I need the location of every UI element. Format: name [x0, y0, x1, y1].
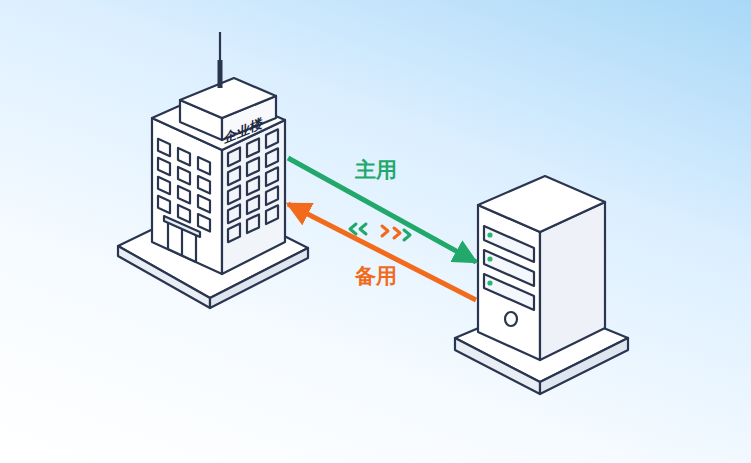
status-light — [487, 232, 492, 237]
window — [198, 157, 210, 175]
window — [247, 195, 259, 214]
window — [266, 129, 278, 148]
window — [247, 138, 259, 157]
window — [198, 214, 210, 232]
window — [228, 147, 240, 166]
roof-block-top — [180, 78, 276, 118]
window — [178, 167, 190, 185]
window — [228, 223, 240, 242]
building-door — [181, 228, 183, 256]
server-node — [476, 174, 608, 364]
antenna — [219, 32, 221, 88]
window — [247, 214, 259, 233]
window — [266, 167, 278, 186]
window — [228, 204, 240, 223]
server-top — [478, 176, 605, 232]
window — [158, 196, 170, 214]
link-arrow — [288, 204, 476, 300]
window — [247, 157, 259, 176]
window — [228, 185, 240, 204]
status-light — [487, 256, 492, 261]
status-light — [487, 280, 492, 285]
window — [158, 158, 170, 176]
window — [247, 176, 259, 195]
drive-bay — [484, 274, 534, 310]
window — [266, 148, 278, 167]
window — [266, 186, 278, 205]
window — [178, 186, 190, 204]
window — [198, 176, 210, 194]
window — [158, 177, 170, 195]
edge-label: 主用 — [355, 160, 397, 181]
window — [178, 205, 190, 223]
window — [228, 166, 240, 185]
window — [198, 195, 210, 213]
window — [178, 148, 190, 166]
antenna — [218, 60, 223, 88]
window — [266, 205, 278, 224]
building-node: 企业楼 — [120, 30, 288, 306]
link-arrow — [288, 158, 476, 262]
building-sign: 企业楼 — [224, 116, 263, 145]
power-button — [505, 312, 517, 326]
window — [158, 139, 170, 157]
edge-label: 备用 — [355, 266, 397, 287]
